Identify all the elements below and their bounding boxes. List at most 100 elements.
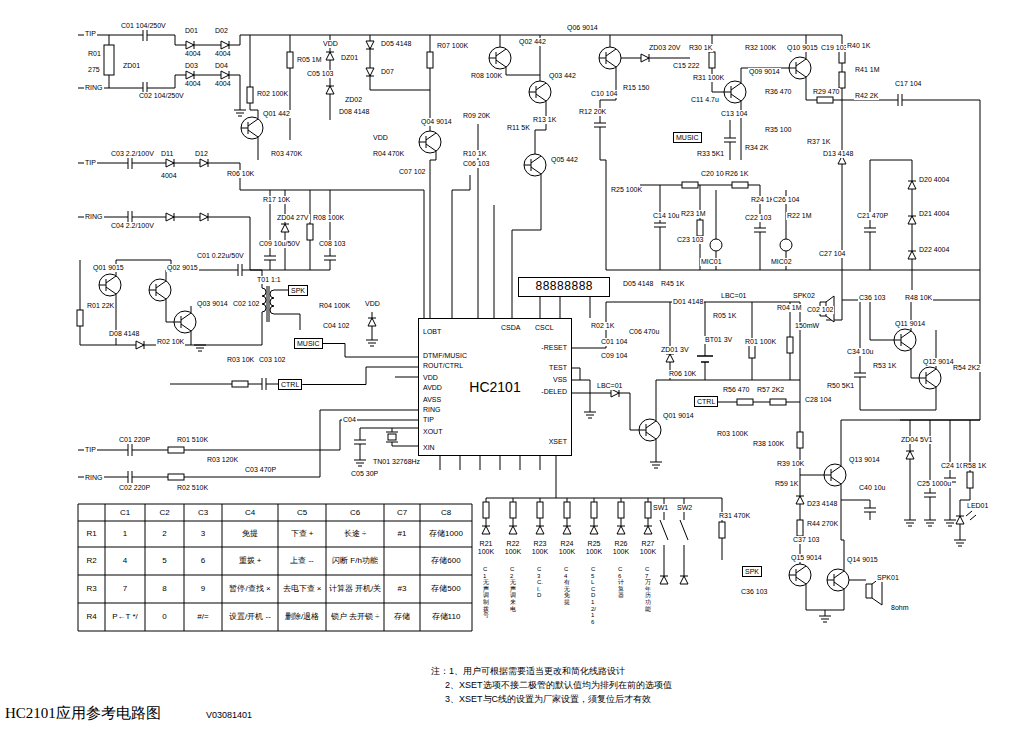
part-label: Q02 9015 xyxy=(166,264,199,272)
part-label: D01 xyxy=(184,27,199,35)
resistor-symbol xyxy=(537,502,543,518)
part-label: BT01 3V xyxy=(704,336,733,344)
transistor-symbol xyxy=(724,81,746,103)
resistor-symbol xyxy=(232,381,248,387)
diode-symbol xyxy=(200,159,208,167)
ground-symbol xyxy=(924,520,936,526)
part-label: VDD xyxy=(322,40,339,48)
part-label: 275 xyxy=(87,66,101,74)
node-text: SPK xyxy=(291,286,305,295)
table-header: C7 xyxy=(386,508,418,517)
capacitor-symbol xyxy=(753,228,767,232)
part-label: C07 102 xyxy=(398,168,426,176)
part-label: Q04 9014 xyxy=(420,118,453,126)
ground-symbol xyxy=(354,460,366,466)
resistor-symbol xyxy=(591,502,597,518)
part-label: C37 103 xyxy=(792,536,820,544)
part-label: Q14 9015 xyxy=(846,556,879,564)
resistor-symbol xyxy=(168,447,184,453)
part-label: MIC01 xyxy=(700,258,723,266)
part-label: DZ01 xyxy=(340,54,359,62)
option-label: C6 计算器 xyxy=(618,566,624,599)
node-text: MUSIC xyxy=(297,339,320,348)
part-label: C36 103 xyxy=(858,294,886,302)
pin-name: ROUT/CTRL xyxy=(422,362,464,370)
resistor-symbol xyxy=(168,474,184,480)
part-label: SW1 xyxy=(652,504,669,512)
diode-symbol xyxy=(281,224,289,232)
crystal-symbol xyxy=(388,434,396,440)
wire xyxy=(78,35,894,340)
resistor-symbol xyxy=(709,52,715,68)
part-label: 4004 xyxy=(184,80,202,88)
part-label: R26 1K xyxy=(724,170,749,178)
table-cell: 设置/开机 -- xyxy=(224,612,276,621)
part-label: R31 100K xyxy=(692,74,725,82)
part-label: R05 1M xyxy=(296,56,323,64)
crystal-symbol xyxy=(386,428,398,446)
transistor-symbol xyxy=(529,81,551,103)
resistor-symbol xyxy=(483,502,489,518)
capacitor-symbol xyxy=(262,377,266,391)
note-text: 3、XSET与C线的设置为厂家设置，须复位后才有效 xyxy=(444,694,652,704)
node-text: 88888888 xyxy=(535,280,593,294)
resistor-symbol xyxy=(77,310,83,326)
pin-name: XOUT xyxy=(422,428,443,436)
table-grid xyxy=(78,504,472,631)
note-text: 2、XSET选项不接二极管的默认值均为排列在前的选项值 xyxy=(444,680,673,690)
part-label: Q09 9014 xyxy=(748,68,781,76)
diode-symbol xyxy=(536,526,544,534)
table-header: R2 xyxy=(80,556,104,565)
part-label: D22 4004 xyxy=(918,246,950,254)
part-label: VDD xyxy=(372,134,389,142)
diode-symbol xyxy=(326,86,334,94)
diode-symbol xyxy=(482,526,490,534)
part-label: C15 222 xyxy=(672,62,700,70)
resistor-symbol xyxy=(682,182,698,188)
option-label: C2 无声调来电 xyxy=(510,566,516,612)
part-label: R29 470 xyxy=(812,88,840,96)
table-cell: 存储1000 xyxy=(422,529,470,538)
diode-symbol xyxy=(221,71,229,79)
capacitor-symbol xyxy=(323,256,337,260)
diode-symbol xyxy=(908,216,916,224)
part-label: C02 102 xyxy=(232,300,260,308)
microphone-symbol xyxy=(710,239,722,251)
part-label: C09 10u/50V xyxy=(258,240,301,248)
part-label: D23 4148 xyxy=(806,500,838,508)
part-label: R25 100K xyxy=(610,186,643,194)
part-label: R39 10K xyxy=(776,460,805,468)
table-header: R4 xyxy=(80,612,104,621)
lcd-display: 88888888 xyxy=(518,277,610,297)
capacitor-symbol xyxy=(143,28,147,42)
wire xyxy=(78,377,418,477)
part-label: C27 104 xyxy=(818,250,846,258)
capacitor-symbol xyxy=(238,263,242,277)
resistor-symbol xyxy=(247,87,253,103)
part-label: C23 103 xyxy=(676,236,704,244)
part-label: R03 10K xyxy=(226,356,255,364)
node-text: CTRL xyxy=(281,380,299,389)
part-label: R17 10K xyxy=(262,196,291,204)
part-label: TIP xyxy=(84,30,97,38)
part-label: C09 104 xyxy=(600,352,628,360)
table-cell: 6 xyxy=(186,556,220,565)
part-label: R44 270K xyxy=(806,520,839,528)
part-label: R48 10K xyxy=(904,294,933,302)
part-label: R04 1M xyxy=(776,304,803,312)
part-label: R03 470K xyxy=(270,150,303,158)
part-label: C06 103 xyxy=(462,160,490,168)
diode-symbol xyxy=(368,318,376,326)
part-label: Q01 9014 xyxy=(662,412,695,420)
part-label: R07 100K xyxy=(436,42,469,50)
capacitor-symbol xyxy=(353,440,367,444)
pin-name: CSDA xyxy=(500,324,521,332)
diode-symbol xyxy=(666,354,674,362)
part-label: D04 xyxy=(214,62,229,70)
capacitor-symbol xyxy=(898,93,902,107)
resistor-symbol xyxy=(287,52,293,68)
part-label: Q06 9014 xyxy=(566,24,599,32)
table-cell: 长途 ÷ xyxy=(328,529,382,538)
signal-tag: MUSIC xyxy=(294,338,323,349)
part-label: R03 100K xyxy=(716,430,749,438)
